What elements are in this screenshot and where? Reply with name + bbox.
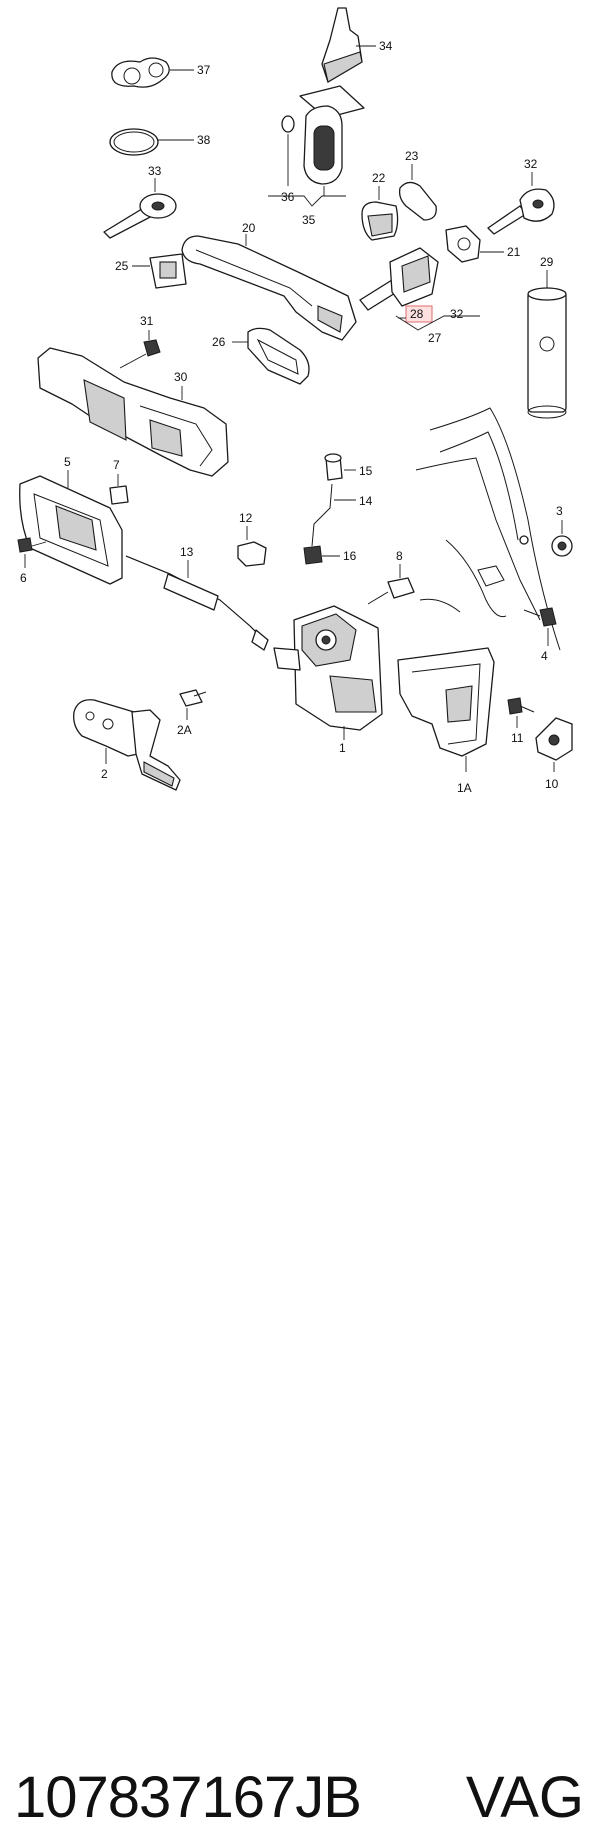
part-10: 10: [535, 717, 573, 791]
callout-10: 10: [545, 777, 559, 791]
part-22: 22: [361, 171, 399, 241]
callout-37: 37: [197, 63, 211, 77]
part-8: 8: [367, 549, 415, 605]
callout-30: 30: [174, 370, 188, 384]
callout-33: 33: [148, 164, 162, 178]
part-33: 33: [103, 164, 177, 239]
part-12: 12: [237, 511, 267, 567]
callout-1: 1: [339, 741, 346, 755]
part-38: 38: [109, 128, 211, 156]
part-3: 3: [551, 504, 573, 557]
part-36-35: 36 35: [268, 85, 365, 227]
part-16: 16: [303, 545, 357, 565]
part-11: 11: [507, 697, 535, 745]
part-26: 26: [212, 327, 310, 385]
callout-13: 13: [180, 545, 194, 559]
caption-bar: 107837167JB VAG: [0, 880, 600, 1830]
callout-11: 11: [511, 731, 524, 745]
body-panel: [415, 407, 561, 651]
callout-8: 8: [396, 549, 403, 563]
callout-1A: 1A: [457, 781, 472, 795]
callout-29: 29: [540, 255, 554, 269]
part-1: 1: [273, 605, 383, 755]
callout-34: 34: [379, 39, 393, 53]
callout-36: 36: [281, 190, 295, 204]
part-2A: 2A: [177, 689, 207, 737]
part-21: 21: [445, 225, 521, 263]
callout-12: 12: [239, 511, 253, 525]
callout-23: 23: [405, 149, 419, 163]
part-30: 30: [37, 347, 229, 477]
part-34: 34: [321, 7, 393, 83]
part-number-label: 107837167JB: [14, 1765, 362, 1830]
callout-31: 31: [140, 314, 154, 328]
callout-7: 7: [113, 458, 120, 472]
callout-32-top: 32: [524, 157, 538, 171]
callout-22: 22: [372, 171, 386, 185]
callout-6: 6: [20, 571, 27, 585]
part-37: 37: [111, 57, 211, 88]
callout-28: 28: [410, 307, 424, 321]
callout-5: 5: [64, 455, 71, 469]
part-6: 6: [17, 537, 47, 585]
callout-16: 16: [343, 549, 357, 563]
callout-14: 14: [359, 494, 373, 508]
callout-4: 4: [541, 649, 548, 663]
callout-20: 20: [242, 221, 256, 235]
callout-3: 3: [556, 504, 563, 518]
callout-38: 38: [197, 133, 211, 147]
part-4: 4: [523, 607, 557, 663]
part-31: 31: [119, 314, 161, 369]
highlight-box-28: [405, 305, 433, 323]
part-1A: 1A: [397, 647, 495, 795]
callout-21: 21: [507, 245, 521, 259]
callout-2: 2: [101, 767, 108, 781]
callout-35: 35: [302, 213, 316, 227]
part-15: 15: [324, 453, 373, 481]
callout-15: 15: [359, 464, 373, 478]
part-2: 2: [73, 699, 181, 791]
callout-25: 25: [115, 259, 129, 273]
part-29: 29: [527, 255, 567, 419]
callout-2A: 2A: [177, 723, 192, 737]
part-25: 25: [115, 253, 187, 289]
part-7: 7: [109, 458, 129, 505]
part-14: 14: [311, 483, 373, 547]
part-20: 20: [181, 221, 357, 341]
part-28: 28 32 27: [359, 247, 480, 345]
callout-27: 27: [428, 331, 442, 345]
brand-label: VAG: [465, 1765, 584, 1830]
callout-26: 26: [212, 335, 226, 349]
part-32-key: 32: [487, 157, 555, 235]
part-5: 5: [19, 455, 123, 585]
exploded-parts-diagram: 34 37 38 33 36 35 20: [17, 7, 573, 795]
callout-32: 32: [450, 307, 464, 321]
part-23: 23: [398, 149, 437, 221]
part-13: 13: [125, 545, 269, 651]
